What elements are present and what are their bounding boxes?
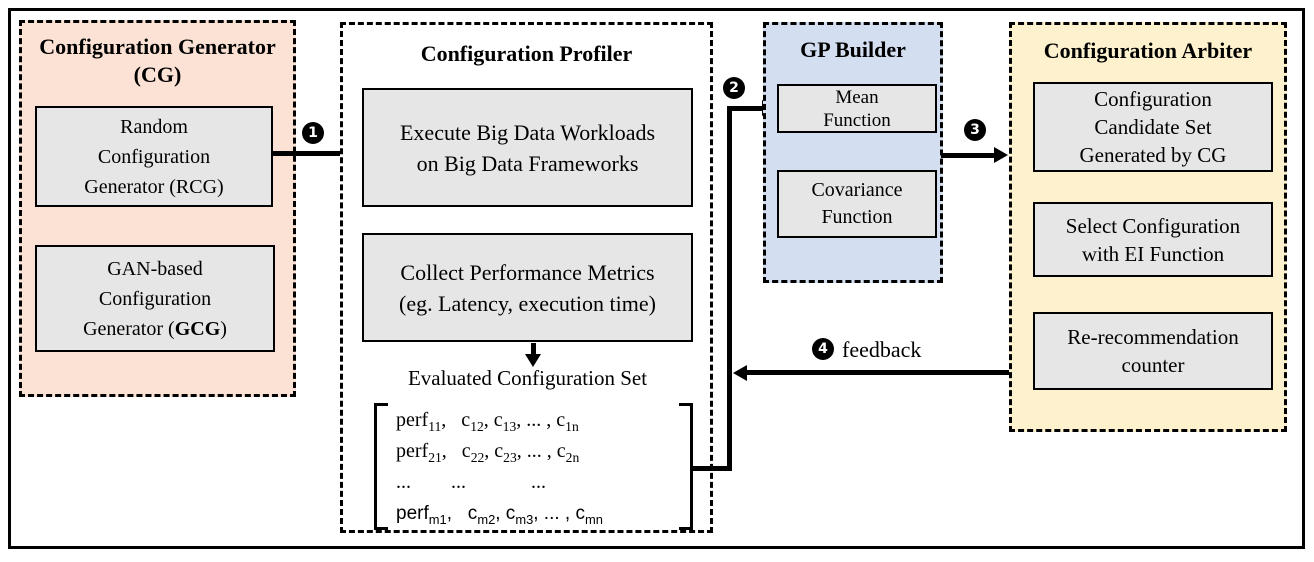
down-arrow-line — [531, 343, 536, 356]
candidate-line2: Candidate Set — [1094, 115, 1212, 139]
covariance-line1: Covariance — [811, 179, 903, 201]
collect-line2: (eg. Latency, execution time) — [399, 290, 656, 316]
arrow-1-line — [271, 151, 350, 156]
gcg-line3-suffix: ) — [220, 317, 227, 340]
gcg-line3-bold: GCG — [174, 317, 221, 340]
down-arrow-head-icon — [525, 354, 541, 367]
arrow-2-line-vertical — [727, 106, 732, 471]
arrow-4-head-icon — [733, 365, 747, 381]
counter-line1: Re-recommendation — [1067, 325, 1239, 349]
select-configuration-box: Select Configuration with EI Function — [1033, 202, 1273, 277]
matrix-row: perfm1, cm2, cm3, ... , cmn — [396, 503, 603, 527]
candidate-line1: Configuration — [1094, 87, 1212, 111]
arbiter-title: Configuration Arbiter — [1043, 38, 1253, 63]
select-line2: with EI Function — [1081, 241, 1225, 266]
arrow-4-line — [746, 370, 1009, 375]
cg-title-line1: Configuration Generator — [39, 34, 276, 59]
covariance-function-box: Covariance Function — [777, 170, 937, 238]
gcg-line2: Configuration — [98, 287, 212, 310]
matrix-row: perf21, c22, c23, ... , c2n — [396, 440, 580, 465]
mean-line2: Function — [823, 109, 891, 131]
cg-title-line2: (CG) — [133, 62, 182, 87]
feedback-label: feedback — [842, 337, 922, 362]
step-3-badge: 3 — [964, 119, 986, 141]
rcg-line2: Configuration — [97, 145, 211, 168]
cg-title: Configuration Generator (CG) — [19, 33, 296, 89]
gcg-line3: Generator (GCG) — [37, 314, 273, 344]
step-2-badge: 2 — [723, 77, 745, 99]
execute-workloads-box: Execute Big Data Workloads on Big Data F… — [362, 88, 693, 207]
gcg-line1: GAN-based — [107, 257, 203, 280]
rcg-line3: Generator (RCG) — [84, 175, 224, 198]
evaluated-configuration-matrix: perf11, c12, c13, ... , c1n perf21, c22,… — [396, 405, 676, 529]
outer-frame — [8, 8, 1305, 549]
arrow-3-line — [941, 153, 996, 158]
matrix-right-bracket-icon — [679, 403, 693, 530]
gp-builder-title: GP Builder — [800, 37, 906, 62]
panel-gp-builder — [763, 22, 943, 283]
execute-line1: Execute Big Data Workloads — [399, 119, 656, 145]
rcg-line1: Random — [120, 115, 188, 138]
mean-line1: Mean — [835, 86, 879, 108]
execute-line2: on Big Data Frameworks — [416, 150, 639, 176]
select-line1: Select Configuration — [1065, 213, 1241, 238]
candidate-set-box: Configuration Candidate Set Generated by… — [1033, 82, 1273, 172]
collect-metrics-box: Collect Performance Metrics (eg. Latency… — [362, 233, 693, 342]
rerecommendation-counter-box: Re-recommendation counter — [1033, 312, 1273, 390]
step-1-badge: 1 — [302, 122, 324, 144]
profiler-title: Configuration Profiler — [420, 41, 633, 66]
matrix-row: perf11, c12, c13, ... , c1n — [396, 409, 579, 434]
matrix-left-bracket-icon — [374, 403, 388, 530]
step-4-badge: 4 — [812, 338, 834, 360]
matrix-row: ... ... ... — [396, 471, 546, 493]
gcg-line3-prefix: Generator ( — [83, 317, 175, 340]
candidate-line3: Generated by CG — [1079, 143, 1227, 167]
arrow-3-head-icon — [994, 147, 1008, 163]
collect-line1: Collect Performance Metrics — [400, 259, 655, 285]
counter-line2: counter — [1121, 353, 1185, 377]
rcg-box: Random Configuration Generator (RCG) — [35, 106, 273, 207]
arrow-2-line-bottom — [693, 466, 732, 471]
mean-function-box: Mean Function — [777, 84, 937, 133]
evaluated-set-label: Evaluated Configuration Set — [407, 366, 648, 390]
gcg-box: GAN-based Configuration Generator (GCG) — [35, 245, 275, 352]
covariance-line2: Function — [821, 206, 893, 228]
arrow-2-line-top — [730, 106, 763, 111]
